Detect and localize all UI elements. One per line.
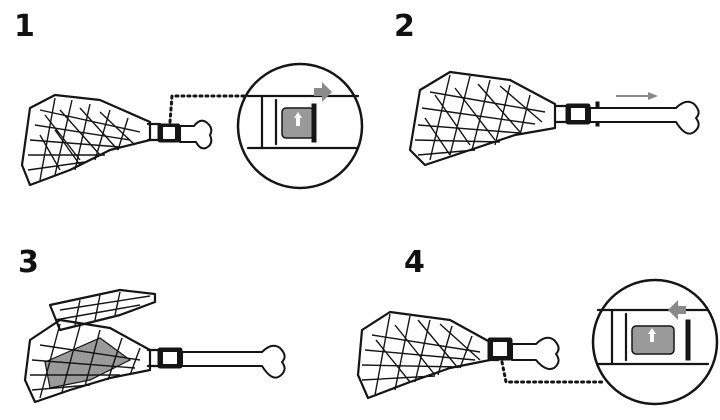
step-number-1: 1	[14, 9, 35, 44]
arrow-left-icon	[668, 300, 686, 320]
callout-dotted-line	[500, 360, 604, 384]
maple-leaf-lock-icon	[571, 108, 585, 120]
grill-basket-icon	[23, 288, 286, 404]
step-1-illustration	[0, 0, 364, 210]
grill-basket-icon	[408, 70, 700, 167]
step-number-3: 3	[18, 245, 39, 280]
maple-leaf-lock-icon	[163, 352, 177, 364]
step-4-illustration	[340, 210, 720, 420]
grill-basket-icon	[356, 278, 719, 406]
step-number-2: 2	[394, 9, 415, 44]
maple-leaf-lock-icon	[648, 328, 656, 342]
grill-basket-icon	[20, 62, 364, 190]
step-number-4: 4	[404, 245, 425, 280]
arrow-right-icon	[648, 92, 658, 100]
arrow-right-icon	[314, 82, 332, 102]
maple-leaf-lock-icon	[163, 127, 175, 139]
maple-leaf-lock-icon	[294, 112, 302, 126]
step-3-illustration	[0, 210, 360, 420]
food-item	[44, 337, 132, 389]
step-2-illustration	[360, 0, 720, 210]
callout-dotted-line	[168, 94, 250, 124]
maple-leaf-lock-icon	[493, 342, 507, 356]
